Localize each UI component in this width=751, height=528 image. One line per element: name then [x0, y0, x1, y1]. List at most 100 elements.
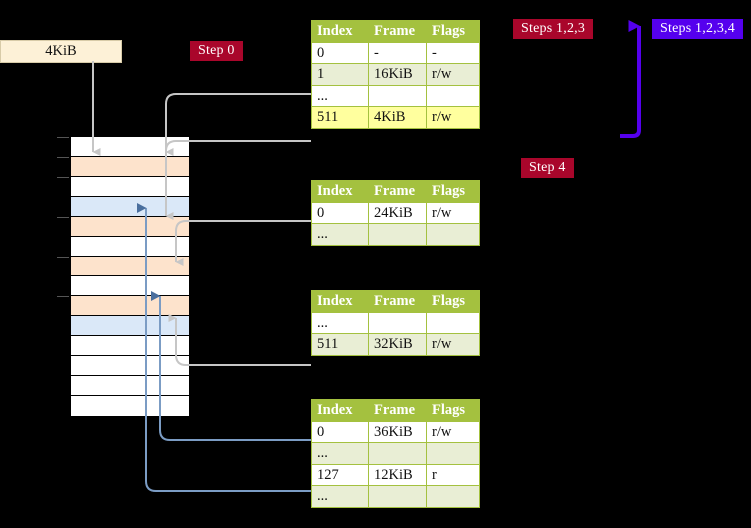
cell-flags: r/w — [426, 333, 480, 356]
cell-frame — [368, 84, 427, 107]
column-header-flags: Flags — [426, 20, 480, 43]
memory-frame-row — [71, 296, 189, 317]
column-header-flags: Flags — [426, 180, 480, 203]
memory-frame-row — [71, 137, 189, 157]
connector-t2-511-to-memory — [168, 314, 311, 366]
memory-frame-row — [71, 196, 189, 217]
cell-frame — [368, 485, 427, 508]
column-header-index: Index — [311, 180, 369, 203]
cell-index: ... — [311, 311, 369, 334]
cell-flags: r/w — [426, 63, 480, 86]
column-header-frame: Frame — [368, 20, 427, 43]
cell-flags: r/w — [426, 420, 480, 443]
memory-frame-row — [71, 396, 189, 416]
memory-frame-row — [71, 216, 189, 237]
table-row: ... — [311, 442, 480, 465]
column-header-frame: Frame — [368, 399, 427, 422]
badge-steps-1234-label: Steps 1,2,3,4 — [660, 21, 735, 36]
memory-tick-mark — [57, 137, 69, 138]
badge-step-0: Step 0 — [190, 41, 243, 62]
cell-index: 1 — [311, 63, 369, 86]
cell-index: ... — [311, 442, 369, 465]
cell-frame: 12KiB — [368, 463, 427, 486]
table-row: ... — [311, 485, 480, 508]
column-header-index: Index — [311, 290, 369, 313]
badge-step-0-label: Step 0 — [198, 43, 235, 58]
cell-flags — [426, 442, 480, 465]
connector-t1-0-to-memory — [175, 220, 311, 266]
memory-frame-row — [71, 276, 189, 297]
cell-frame — [368, 311, 427, 334]
cell-frame: 24KiB — [368, 201, 427, 224]
cell-index: 127 — [311, 463, 369, 486]
memory-tick-mark — [57, 256, 69, 258]
connector-steps-loop — [620, 20, 641, 138]
table-row: ... — [311, 311, 480, 334]
memory-tick-mark — [57, 296, 69, 298]
column-header-frame: Frame — [368, 290, 427, 313]
cell-flags: r/w — [426, 106, 480, 129]
cell-frame: 4KiB — [368, 106, 427, 129]
cell-frame: - — [368, 41, 427, 64]
cell-frame: 36KiB — [368, 420, 427, 443]
cell-index: 0 — [311, 201, 369, 224]
cell-index: 0 — [311, 41, 369, 64]
cell-frame — [368, 442, 427, 465]
memory-frame-row — [71, 256, 189, 277]
cell-index: 0 — [311, 420, 369, 443]
memory-frame-row — [71, 336, 189, 357]
cell-flags: r — [426, 463, 480, 486]
column-header-frame: Frame — [368, 180, 427, 203]
memory-frame-row — [71, 376, 189, 397]
cell-frame: 32KiB — [368, 333, 427, 356]
column-header-index: Index — [311, 20, 369, 43]
cell-flags — [426, 485, 480, 508]
column-header-index: Index — [311, 399, 369, 422]
cell-flags — [426, 84, 480, 107]
size-box-label: 4KiB — [45, 43, 77, 60]
cell-index: ... — [311, 485, 369, 508]
badge-step-4: Step 4 — [521, 158, 574, 179]
cell-flags: r/w — [426, 201, 480, 224]
badge-steps-123-label: Steps 1,2,3 — [521, 21, 586, 36]
memory-frame-row — [71, 156, 189, 177]
cell-flags — [426, 223, 480, 246]
memory-frame-row — [71, 316, 189, 337]
cell-flags: - — [426, 41, 480, 64]
table-row: ... — [311, 84, 480, 107]
table-row: 0-- — [311, 41, 480, 64]
badge-steps-1234: Steps 1,2,3,4 — [652, 19, 743, 40]
column-header-flags: Flags — [426, 290, 480, 313]
memory-tick-mark — [57, 156, 69, 158]
badge-step-4-label: Step 4 — [529, 160, 566, 175]
cell-index: ... — [311, 84, 369, 107]
memory-frame-row — [71, 236, 189, 257]
badge-steps-123: Steps 1,2,3 — [513, 19, 594, 40]
memory-tick-mark — [57, 176, 69, 178]
cell-frame — [368, 223, 427, 246]
memory-tick-mark — [57, 216, 69, 218]
cell-frame: 16KiB — [368, 63, 427, 86]
physical-memory-column — [57, 136, 190, 416]
memory-frame-row — [71, 176, 189, 197]
table-row: ... — [311, 223, 480, 246]
cell-flags — [426, 311, 480, 334]
cell-index: 511 — [311, 333, 369, 356]
cell-index: 511 — [311, 106, 369, 129]
cell-index: ... — [311, 223, 369, 246]
memory-frame-row — [71, 356, 189, 377]
